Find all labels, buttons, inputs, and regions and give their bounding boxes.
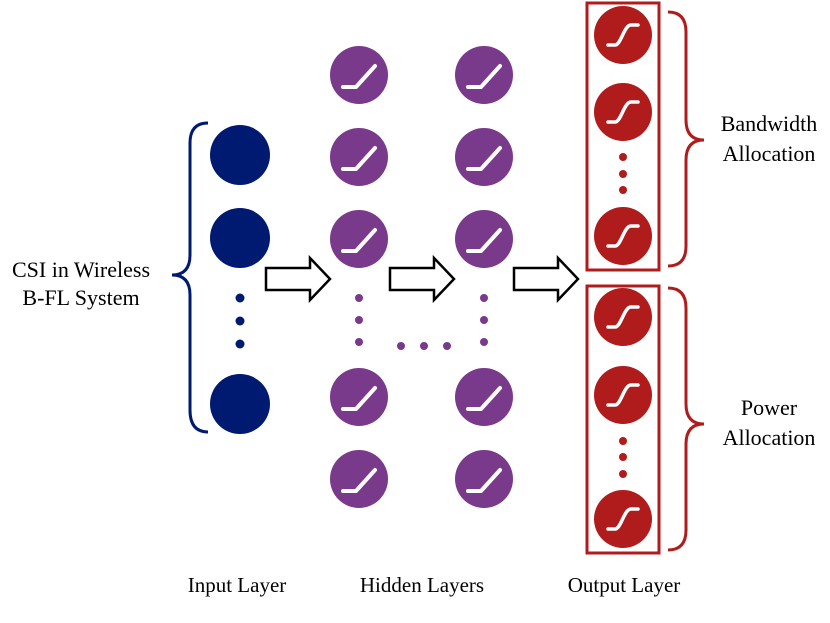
- input-layer-label: Input Layer: [188, 573, 287, 597]
- hidden-node: [455, 368, 513, 426]
- sigmoid-icon: [606, 383, 640, 407]
- bandwidth-output-frame: [585, 1, 661, 272]
- hidden-ellipsis-dot: [480, 316, 488, 324]
- hidden-node: [330, 450, 388, 508]
- input-ellipsis-dot: [235, 339, 245, 349]
- output-ellipsis-dot: [619, 186, 627, 194]
- sigmoid-icon: [606, 507, 640, 531]
- power-label-line2: Allocation: [723, 425, 816, 450]
- hidden-layer-2: [455, 46, 513, 508]
- output-node: [594, 6, 652, 64]
- output-node: [594, 83, 652, 141]
- sigmoid-icon: [606, 305, 640, 329]
- bandwidth-brace: [667, 10, 705, 268]
- output-ellipsis-dot: [619, 153, 627, 161]
- output-node: [594, 366, 652, 424]
- hidden-layers-label: Hidden Layers: [360, 573, 484, 597]
- output-ellipsis-dot: [619, 170, 627, 178]
- power-label-line1: Power: [741, 395, 798, 420]
- relu-icon: [466, 386, 502, 411]
- output-ellipsis-dot: [619, 437, 627, 445]
- input-node: [210, 374, 270, 434]
- hidden-ellipsis-dot: [420, 342, 428, 350]
- relu-icon: [341, 468, 377, 493]
- hidden-ellipsis-dot: [397, 342, 405, 350]
- relu-icon: [466, 146, 502, 171]
- input-node: [210, 125, 270, 185]
- hidden-ellipsis-dot: [443, 342, 451, 350]
- input-label-line2: B-FL System: [22, 285, 139, 310]
- hidden-ellipsis-dot: [355, 338, 363, 346]
- bandwidth-label-line1: Bandwidth: [721, 111, 818, 136]
- hidden-node: [455, 210, 513, 268]
- power-output-frame: [585, 284, 661, 555]
- hidden-ellipsis-dot: [480, 294, 488, 302]
- input-ellipsis-dot: [235, 316, 245, 326]
- relu-icon: [466, 64, 502, 89]
- input-node: [210, 208, 270, 268]
- relu-icon: [341, 228, 377, 253]
- output-layer-label: Output Layer: [568, 573, 681, 597]
- power-brace: [667, 286, 705, 552]
- input-ellipsis-dot: [235, 293, 245, 303]
- relu-icon: [466, 468, 502, 493]
- bandwidth-label-line2: Allocation: [723, 141, 816, 166]
- sigmoid-icon: [606, 100, 640, 124]
- output-ellipsis-dot: [619, 453, 627, 461]
- hidden-node: [455, 128, 513, 186]
- hidden-node: [330, 46, 388, 104]
- hidden-node: [455, 46, 513, 104]
- hidden-ellipsis-dot: [480, 338, 488, 346]
- hidden-ellipsis-dot: [355, 316, 363, 324]
- input-layer: [210, 125, 270, 434]
- relu-icon: [341, 146, 377, 171]
- hidden-layer-1: [330, 46, 388, 508]
- input-label-line1: CSI in Wireless: [12, 257, 150, 282]
- hidden-layers-ellipsis: [397, 342, 451, 350]
- output-ellipsis-dot: [619, 470, 627, 478]
- sigmoid-icon: [606, 23, 640, 47]
- output-node: [594, 207, 652, 265]
- hidden-node: [330, 368, 388, 426]
- relu-icon: [466, 228, 502, 253]
- relu-icon: [341, 386, 377, 411]
- output-node: [594, 288, 652, 346]
- input-brace: [171, 121, 209, 434]
- sigmoid-icon: [606, 224, 640, 248]
- arrow-hidden-to-output: [512, 254, 580, 304]
- bandwidth-output-nodes: [594, 6, 652, 265]
- arrow-hidden-to-hidden: [388, 254, 456, 304]
- power-output-nodes: [594, 288, 652, 548]
- hidden-node: [330, 128, 388, 186]
- hidden-node: [330, 210, 388, 268]
- hidden-ellipsis-dot: [355, 294, 363, 302]
- output-node: [594, 490, 652, 548]
- hidden-node: [455, 450, 513, 508]
- relu-icon: [341, 64, 377, 89]
- arrow-input-to-hidden: [264, 254, 332, 304]
